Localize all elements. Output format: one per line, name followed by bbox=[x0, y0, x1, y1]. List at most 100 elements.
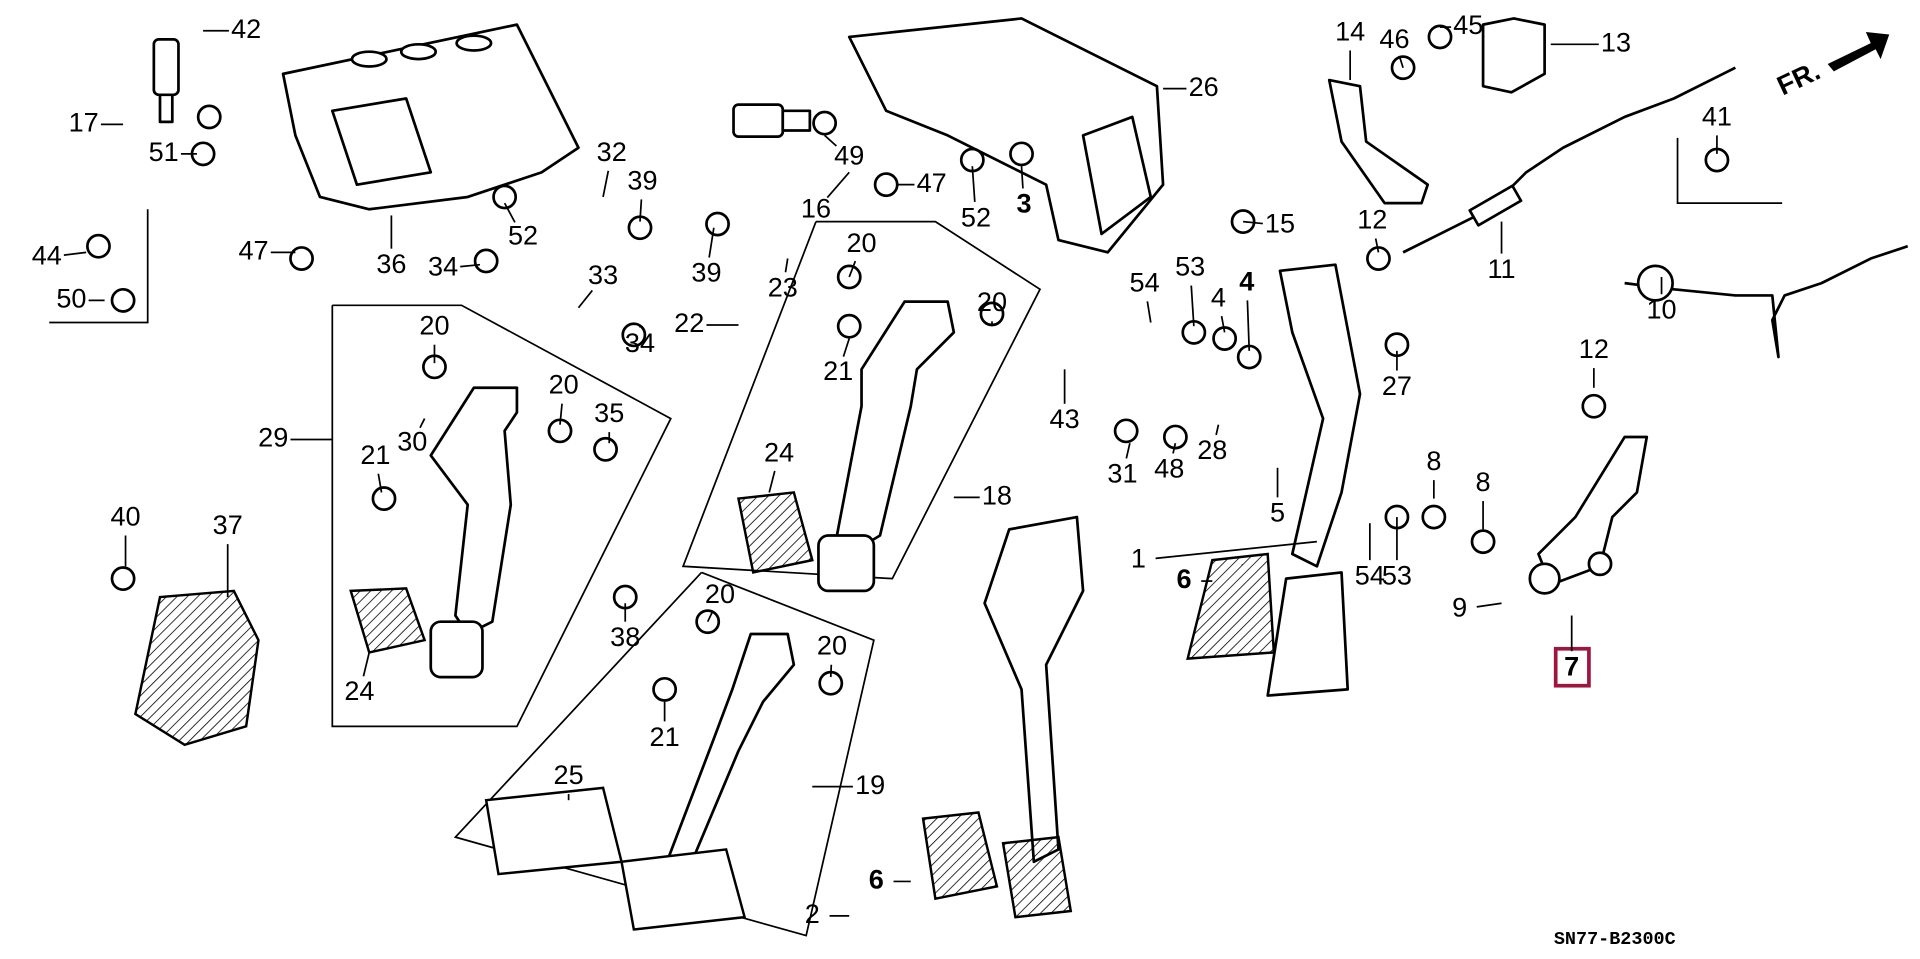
part-label-21[interactable]: 21 bbox=[650, 721, 680, 752]
part-label-38[interactable]: 38 bbox=[610, 621, 640, 652]
brake-pedal-18 bbox=[736, 300, 956, 593]
part-label-29[interactable]: 29 bbox=[258, 422, 288, 453]
part-label-41[interactable]: 41 bbox=[1702, 100, 1732, 131]
part-label-15[interactable]: 15 bbox=[1265, 207, 1295, 238]
part-label-21[interactable]: 21 bbox=[823, 355, 853, 386]
part-label-51[interactable]: 51 bbox=[149, 136, 179, 167]
part-label-3[interactable]: 3 bbox=[1016, 188, 1031, 219]
leader-line bbox=[1246, 300, 1251, 351]
part-label-36[interactable]: 36 bbox=[376, 248, 406, 279]
part-label-47[interactable]: 47 bbox=[917, 167, 947, 198]
part-label-20[interactable]: 20 bbox=[977, 286, 1007, 317]
hardware-part bbox=[289, 246, 314, 271]
part-label-18[interactable]: 18 bbox=[982, 480, 1012, 511]
part-label-33[interactable]: 33 bbox=[588, 259, 618, 290]
part-label-4[interactable]: 4 bbox=[1211, 281, 1226, 312]
leader-line bbox=[419, 418, 426, 429]
part-label-8[interactable]: 8 bbox=[1476, 466, 1491, 497]
part-label-20[interactable]: 20 bbox=[846, 227, 876, 258]
hardware-part bbox=[473, 248, 499, 274]
leader-line bbox=[63, 251, 87, 257]
part-label-26[interactable]: 26 bbox=[1189, 71, 1219, 102]
pedal-bracket-36 bbox=[281, 23, 580, 211]
part-label-24[interactable]: 24 bbox=[764, 436, 794, 467]
part-label-1[interactable]: 1 bbox=[1131, 542, 1146, 573]
part-label-37[interactable]: 37 bbox=[213, 509, 243, 540]
part-label-53[interactable]: 53 bbox=[1175, 251, 1205, 282]
part-label-25[interactable]: 25 bbox=[554, 759, 584, 790]
hardware-part bbox=[110, 287, 136, 313]
part-label-49[interactable]: 49 bbox=[834, 140, 864, 171]
part-label-9[interactable]: 9 bbox=[1452, 592, 1467, 623]
part-label-30[interactable]: 30 bbox=[397, 425, 427, 456]
part-label-10[interactable]: 10 bbox=[1646, 294, 1676, 325]
hardware-part bbox=[1113, 418, 1139, 444]
part-label-28[interactable]: 28 bbox=[1197, 434, 1227, 465]
leader-line bbox=[639, 199, 643, 222]
part-label-23[interactable]: 23 bbox=[768, 271, 798, 302]
hardware-part bbox=[873, 172, 899, 198]
brake-pedal-19 bbox=[484, 632, 796, 931]
part-label-27[interactable]: 27 bbox=[1382, 370, 1412, 401]
part-label-44[interactable]: 44 bbox=[32, 239, 62, 270]
part-label-46[interactable]: 46 bbox=[1379, 23, 1409, 54]
part-label-53[interactable]: 53 bbox=[1382, 560, 1412, 591]
part-label-52[interactable]: 52 bbox=[508, 220, 538, 251]
part-label-4[interactable]: 4 bbox=[1239, 265, 1254, 296]
part-label-52[interactable]: 52 bbox=[961, 201, 991, 232]
part-label-48[interactable]: 48 bbox=[1154, 452, 1184, 483]
hardware-part bbox=[1366, 246, 1391, 271]
part-label-39[interactable]: 39 bbox=[691, 257, 721, 288]
part-label-21[interactable]: 21 bbox=[360, 439, 390, 470]
part-label-2[interactable]: 2 bbox=[805, 898, 820, 929]
leader-line bbox=[1215, 424, 1220, 436]
part-label-12[interactable]: 12 bbox=[1579, 333, 1609, 364]
part-label-50[interactable]: 50 bbox=[56, 283, 86, 314]
part-label-54[interactable]: 54 bbox=[1355, 560, 1385, 591]
part-label-39[interactable]: 39 bbox=[627, 164, 657, 195]
part-label-11[interactable]: 11 bbox=[1487, 253, 1515, 284]
part-label-20[interactable]: 20 bbox=[705, 578, 735, 609]
part-label-32[interactable]: 32 bbox=[597, 136, 627, 167]
part-label-12[interactable]: 12 bbox=[1357, 204, 1387, 235]
part-label-6[interactable]: 6 bbox=[1176, 563, 1191, 594]
part-label-17[interactable]: 17 bbox=[69, 106, 99, 137]
front-direction-label: FR. bbox=[1772, 55, 1825, 102]
accelerator-pedal-2 bbox=[921, 515, 1085, 919]
leader-line bbox=[577, 289, 593, 309]
leader-line bbox=[1398, 56, 1404, 68]
part-label-20[interactable]: 20 bbox=[817, 630, 847, 661]
part-label-35[interactable]: 35 bbox=[594, 397, 624, 428]
part-label-34[interactable]: 34 bbox=[428, 251, 458, 282]
part-label-34[interactable]: 34 bbox=[625, 327, 655, 358]
hardware-part bbox=[196, 104, 222, 130]
part-label-47[interactable]: 47 bbox=[238, 235, 268, 266]
part-label-42[interactable]: 42 bbox=[231, 13, 261, 44]
hardware-part bbox=[695, 609, 721, 635]
part-label-14[interactable]: 14 bbox=[1335, 15, 1365, 46]
part-label-16[interactable]: 16 bbox=[801, 193, 831, 224]
hardware-part bbox=[836, 313, 862, 339]
lever-7 bbox=[1528, 435, 1649, 595]
part-label-22[interactable]: 22 bbox=[674, 307, 704, 338]
part-label-5[interactable]: 5 bbox=[1270, 497, 1285, 528]
leader-line bbox=[784, 258, 789, 273]
leader-line bbox=[602, 170, 610, 198]
part-label-6[interactable]: 6 bbox=[869, 864, 884, 895]
part-label-7[interactable]: 7 bbox=[1564, 651, 1579, 682]
part-label-54[interactable]: 54 bbox=[1130, 267, 1160, 298]
part-label-43[interactable]: 43 bbox=[1050, 403, 1080, 434]
leader-line bbox=[559, 403, 563, 425]
leader-line bbox=[826, 171, 850, 199]
part-label-13[interactable]: 13 bbox=[1601, 26, 1631, 57]
part-label-40[interactable]: 40 bbox=[110, 500, 140, 531]
part-label-45[interactable]: 45 bbox=[1453, 9, 1483, 40]
part-label-24[interactable]: 24 bbox=[344, 675, 374, 706]
part-label-31[interactable]: 31 bbox=[1107, 457, 1137, 488]
switch-16 bbox=[732, 103, 812, 139]
part-label-20[interactable]: 20 bbox=[549, 369, 579, 400]
part-label-19[interactable]: 19 bbox=[855, 769, 885, 800]
part-label-8[interactable]: 8 bbox=[1426, 445, 1441, 476]
part-label-20[interactable]: 20 bbox=[419, 310, 449, 341]
leader-line bbox=[1155, 540, 1318, 560]
